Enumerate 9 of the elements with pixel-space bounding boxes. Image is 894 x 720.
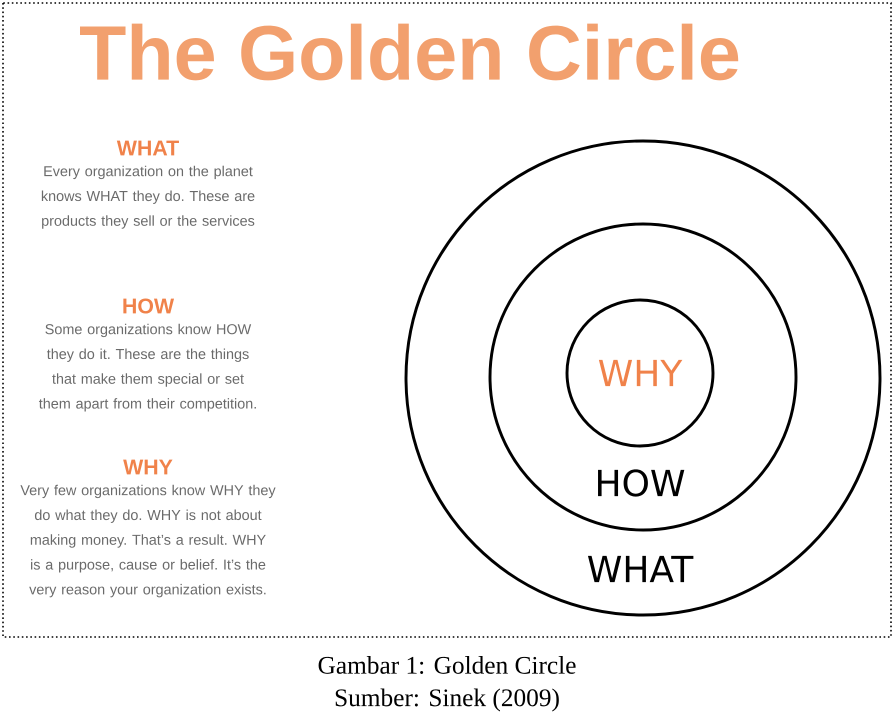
heading: WHY <box>123 460 173 474</box>
paragraph: Every organization on the planet knows WHAT they do. These are products they sell or the services <box>42 166 254 229</box>
paragraph: Some organizations know HOW they do it. These are the things that make them special or set them apart from their competition. <box>38 324 256 412</box>
caption: Gambar 1: Golden Circle <box>318 656 576 674</box>
heading: HOW <box>123 298 174 314</box>
paragraph: Very few organizations know WHY they do what they do. WHY is not about making money. That’s a result. WHY is a purpose, cause or belief. It’s the very reason your organization exists. <box>20 484 276 598</box>
title: The Golden Circle <box>80 24 738 80</box>
source-note: Sumber: Sinek (2009) <box>336 688 559 712</box>
heading: WHAT <box>116 140 179 156</box>
